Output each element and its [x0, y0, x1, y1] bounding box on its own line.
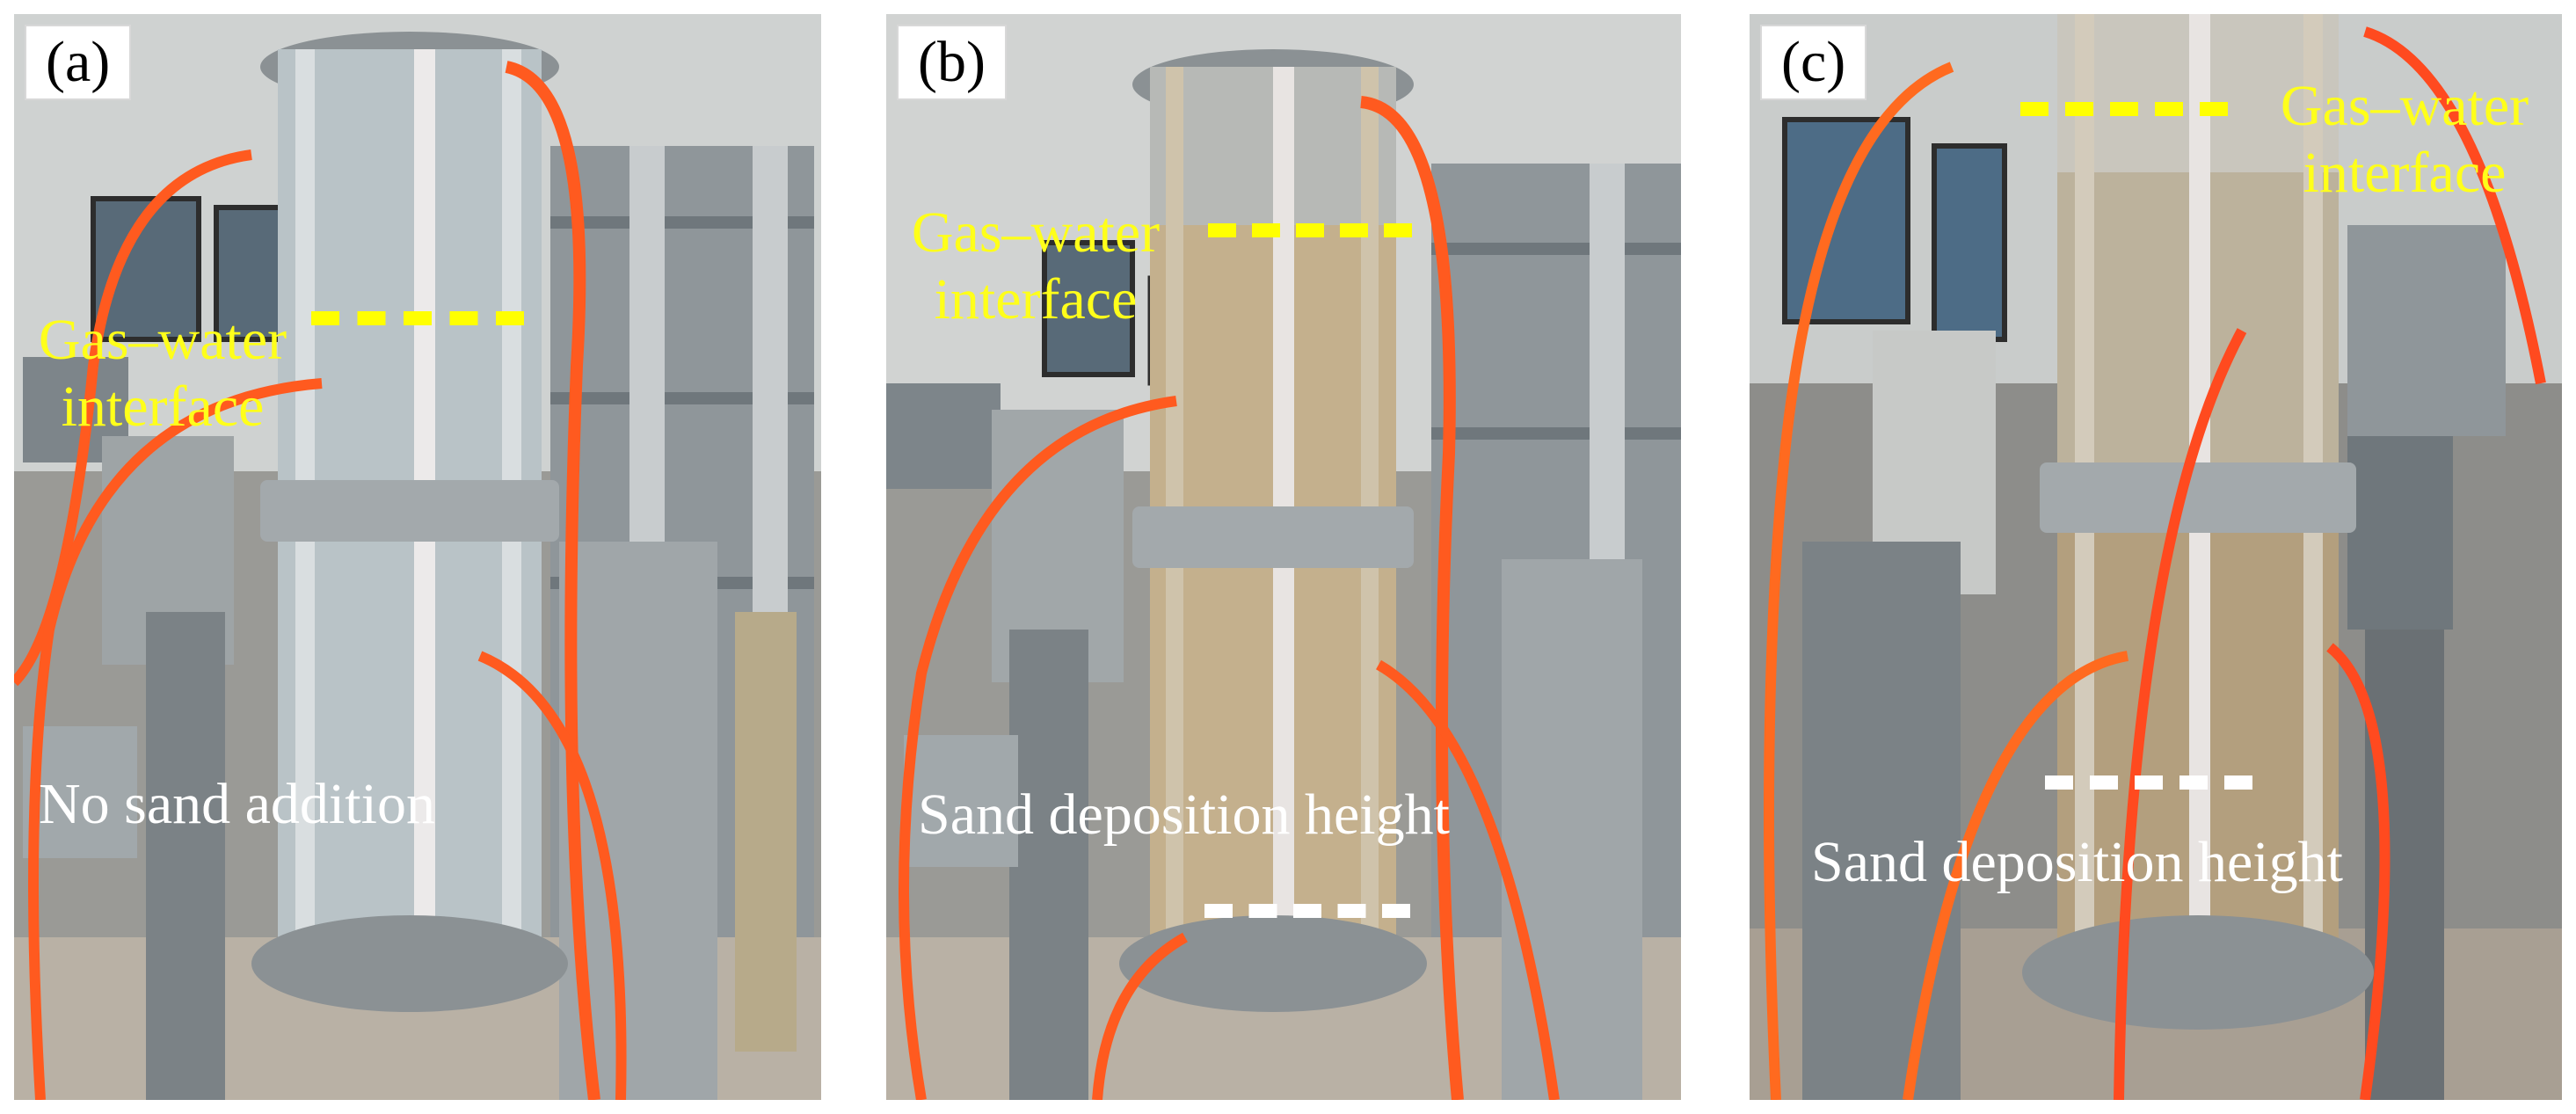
gas-water-label-line1: Gas–water — [911, 200, 1161, 265]
photo-panel-a: (a) Gas–water interface No sand addition — [14, 14, 821, 1100]
lab-photo-b — [886, 14, 1681, 1100]
gas-water-interface-marker — [1208, 223, 1412, 237]
panel-label-b: (b) — [897, 25, 1007, 100]
sand-deposition-marker — [1204, 904, 1410, 918]
gas-water-interface-marker — [2020, 102, 2228, 116]
photo-panel-b: (b) Gas–water interface Sand deposition … — [886, 14, 1681, 1100]
gas-water-label-line2: interface — [2303, 141, 2507, 205]
panel-label-a: (a) — [25, 25, 132, 100]
gas-water-label-line1: Gas–water — [2280, 74, 2529, 138]
sand-deposition-marker — [2045, 775, 2252, 790]
gas-water-label-line1: Gas–water — [38, 308, 287, 372]
panel-label-c: (c) — [1760, 25, 1867, 100]
lab-photo-c — [1750, 14, 2562, 1100]
gas-water-interface-marker — [311, 311, 524, 325]
gas-water-label-line2: interface — [934, 267, 1138, 331]
lab-photo-a — [14, 14, 821, 1100]
gas-water-label-line2: interface — [61, 375, 265, 439]
sand-condition-label: Sand deposition height — [918, 783, 1450, 847]
sand-condition-label: Sand deposition height — [1811, 830, 2343, 894]
photo-panel-c: (c) Gas–water interface Sand deposition … — [1750, 14, 2562, 1100]
sand-condition-label: No sand addition — [39, 772, 435, 836]
